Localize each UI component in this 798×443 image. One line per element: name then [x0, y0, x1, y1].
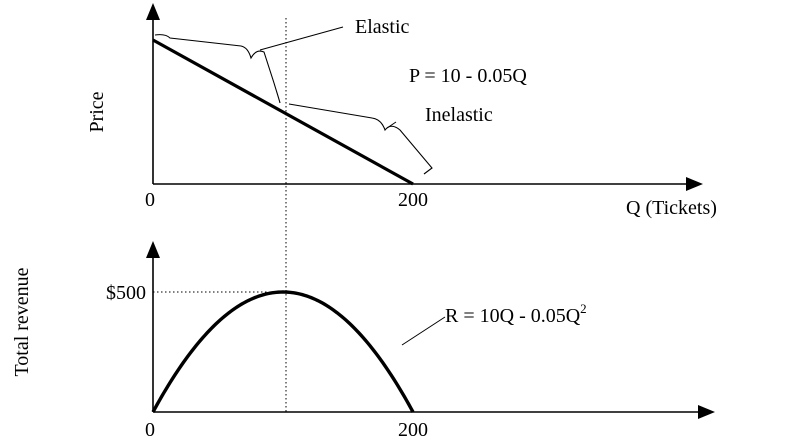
demand-curve-line [152, 38, 414, 186]
demand-equation: P = 10 - 0.05Q [409, 65, 527, 87]
demand-x-tick-200: 200 [398, 189, 428, 211]
demand-y-axis-arrow [146, 3, 160, 20]
revenue-y-axis-arrow [146, 241, 160, 258]
demand-panel: Price 0 200 Q (Tickets) Elastic P = 10 -… [86, 3, 717, 219]
revenue-panel: Total revenue $500 0 200 R = 10Q - 0.05Q… [11, 241, 715, 441]
elastic-brace [154, 34, 281, 104]
revenue-equation-main: R = 10Q - 0.05Q [445, 305, 581, 327]
revenue-x-axis-arrow [698, 405, 715, 419]
demand-y-axis-label: Price [86, 91, 108, 132]
revenue-equation-pointer [401, 316, 446, 346]
revenue-x-tick-200: 200 [398, 419, 428, 441]
revenue-equation: R = 10Q - 0.05Q2 [445, 301, 587, 327]
demand-x-axis-label: Q (Tickets) [626, 197, 717, 219]
revenue-x-tick-0: 0 [145, 419, 155, 441]
revenue-equation-exponent: 2 [580, 301, 587, 316]
elastic-label: Elastic [355, 16, 410, 38]
inelastic-pointer [386, 121, 397, 129]
demand-x-tick-0: 0 [145, 189, 155, 211]
inelastic-label: Inelastic [425, 104, 493, 126]
revenue-curve-line [151, 290, 415, 413]
demand-x-axis-arrow [686, 177, 703, 191]
inelastic-brace [288, 103, 433, 175]
revenue-y-tick-500: $500 [106, 282, 146, 304]
elastic-pointer [259, 26, 344, 51]
revenue-y-axis-label: Total revenue [11, 267, 33, 376]
